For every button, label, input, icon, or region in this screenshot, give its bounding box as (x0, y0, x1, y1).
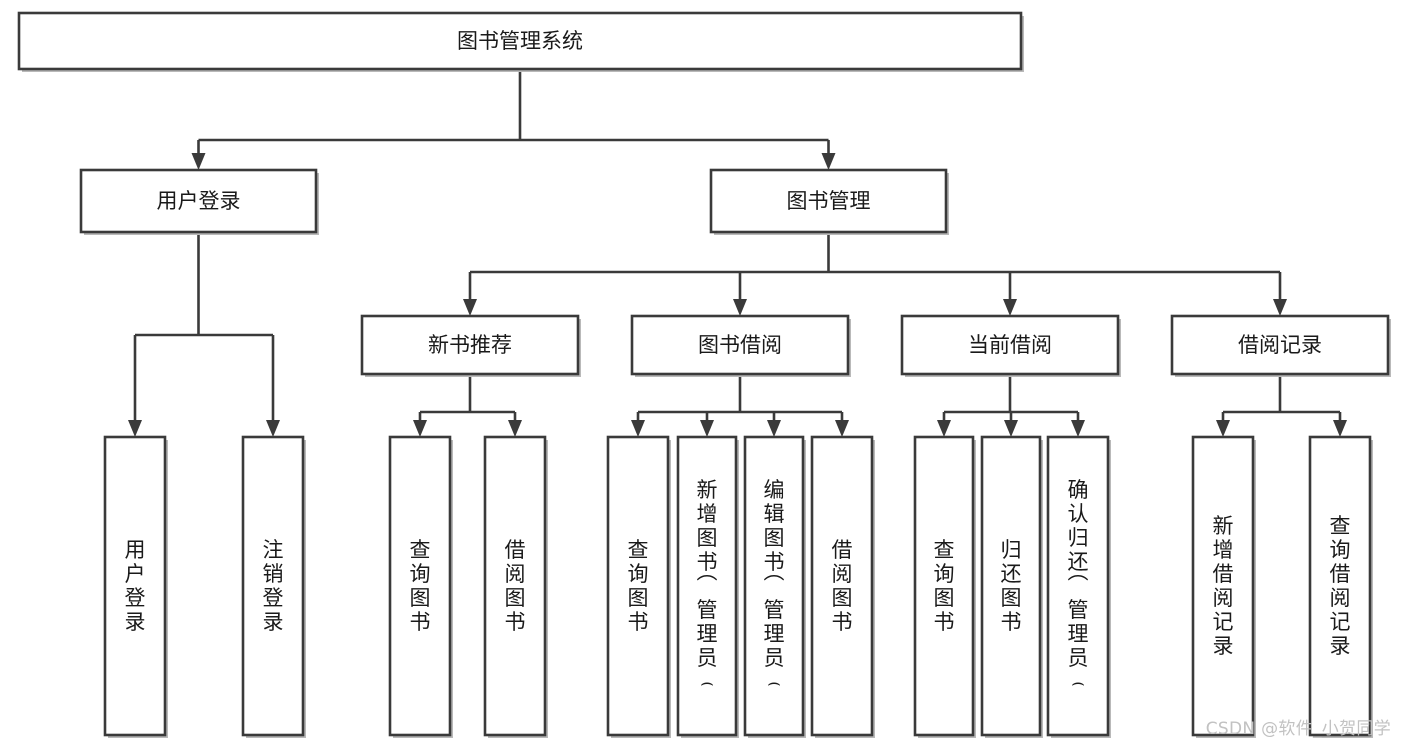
node-leaf-query-record[interactable]: 查询借阅记录 (1308, 435, 1373, 738)
node-user-login[interactable]: 用户登录 (79, 168, 319, 235)
node-book-manage[interactable]: 图书管理 (709, 168, 949, 235)
arrow-head-icon (631, 420, 645, 437)
node-leaf-edit-book[interactable]: 编辑图书⌒管理员⌢ (743, 435, 806, 738)
arrow-head-icon (1071, 420, 1085, 437)
arrow-head-icon (767, 420, 781, 437)
node-label: 新增图书⌒管理员⌢ (697, 478, 718, 694)
node-leaf-user-login[interactable]: 用户登录 (103, 435, 168, 738)
arrow-head-icon (821, 153, 836, 170)
node-leaf-return-book[interactable]: 归还图书 (980, 435, 1043, 738)
node-leaf-confirm-return[interactable]: 确认归还⌒管理员⌢ (1046, 435, 1111, 738)
node-label: 借阅记录 (1238, 333, 1322, 357)
arrow-head-icon (1333, 420, 1347, 437)
node-label: 用户登录 (125, 538, 146, 634)
arrow-head-icon (128, 420, 142, 437)
node-label: 用户登录 (157, 189, 241, 213)
node-new-book-recommend[interactable]: 新书推荐 (360, 314, 581, 377)
node-label: 新增借阅记录 (1213, 514, 1234, 658)
arrow-head-icon (191, 153, 206, 170)
node-label: 图书管理系统 (457, 29, 583, 53)
arrow-head-icon (463, 299, 477, 316)
node-label: 当前借阅 (968, 333, 1052, 357)
connectors-layer (128, 69, 1347, 437)
node-label: 图书借阅 (698, 333, 782, 357)
node-root[interactable]: 图书管理系统 (17, 11, 1024, 72)
node-label: 查询图书 (934, 538, 955, 634)
node-current-borrow[interactable]: 当前借阅 (900, 314, 1121, 377)
node-label: 编辑图书⌒管理员⌢ (764, 478, 785, 694)
node-label: 新书推荐 (428, 333, 512, 357)
arrow-head-icon (1004, 420, 1018, 437)
node-label: 查询图书 (628, 538, 649, 634)
node-leaf-add-record[interactable]: 新增借阅记录 (1191, 435, 1256, 738)
node-leaf-borrow-book-2[interactable]: 借阅图书 (810, 435, 875, 738)
arrow-head-icon (1003, 299, 1017, 316)
node-leaf-query-book-1[interactable]: 查询图书 (388, 435, 453, 738)
arrow-head-icon (733, 299, 747, 316)
node-label: 查询借阅记录 (1330, 514, 1351, 658)
node-label: 借阅图书 (832, 538, 853, 634)
arrow-head-icon (413, 420, 427, 437)
nodes-layer: 图书管理系统用户登录图书管理新书推荐图书借阅当前借阅借阅记录用户登录注销登录查询… (17, 11, 1391, 738)
node-leaf-query-book-2[interactable]: 查询图书 (606, 435, 671, 738)
node-label: 注销登录 (263, 538, 284, 634)
node-leaf-logout[interactable]: 注销登录 (241, 435, 306, 738)
arrow-head-icon (266, 420, 280, 437)
node-label: 确认归还⌒管理员⌢ (1068, 478, 1089, 694)
arrow-head-icon (835, 420, 849, 437)
arrow-head-icon (1216, 420, 1230, 437)
arrow-head-icon (1273, 299, 1287, 316)
node-leaf-add-book[interactable]: 新增图书⌒管理员⌢ (676, 435, 739, 738)
node-leaf-borrow-book-1[interactable]: 借阅图书 (483, 435, 548, 738)
arrow-head-icon (937, 420, 951, 437)
node-leaf-query-book-3[interactable]: 查询图书 (913, 435, 976, 738)
node-label: 图书管理 (787, 189, 871, 213)
arrow-head-icon (508, 420, 522, 437)
node-label: 查询图书 (410, 538, 431, 634)
node-label: 归还图书 (1001, 538, 1022, 634)
arrow-head-icon (700, 420, 714, 437)
node-label: 借阅图书 (505, 538, 526, 634)
node-borrow-record[interactable]: 借阅记录 (1170, 314, 1391, 377)
node-book-borrow[interactable]: 图书借阅 (630, 314, 851, 377)
